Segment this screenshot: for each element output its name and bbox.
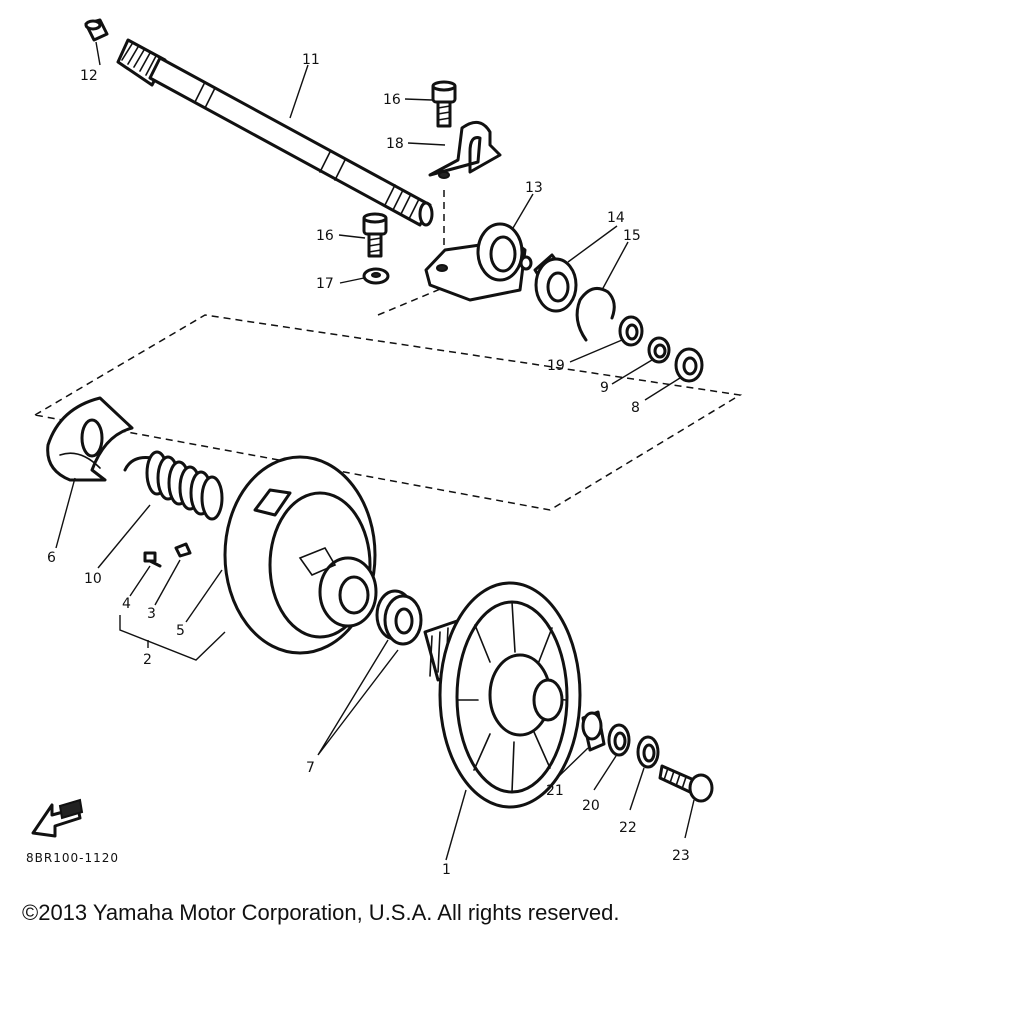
callout-3: 3 [147,606,156,622]
callout-4: 4 [122,596,131,612]
callout-labels: 12 11 16 18 13 16 14 15 17 19 9 8 6 10 4… [47,52,690,878]
fixed-sheave-part-1 [423,581,582,809]
end-cap-part-12 [84,18,109,42]
callout-10: 10 [84,571,102,587]
callout-11: 11 [302,52,320,68]
callout-7: 7 [306,760,315,776]
front-arrow-icon [31,798,84,838]
callout-8: 8 [631,400,640,416]
assembly-boundary [32,314,743,511]
washer-part-22 [636,735,660,769]
callout-23: 23 [672,848,690,864]
callout-2: 2 [143,652,152,668]
shim-part-19 [618,315,644,347]
leader-lines [55,41,695,861]
cam-part-6 [46,396,134,482]
callout-16-lower: 16 [316,228,334,244]
bearing-housing-part-13 [424,222,533,302]
callout-18: 18 [386,136,404,152]
bearing-part-14 [533,253,578,313]
callout-22: 22 [619,820,637,836]
callout-21: 21 [546,783,564,799]
callout-13: 13 [525,180,543,196]
washer-part-20 [607,723,631,757]
washer-part-8 [674,347,704,383]
drawing-code: 8BR100-1120 [26,851,119,865]
washer-part-17 [362,267,390,285]
callout-17: 17 [316,276,334,292]
callout-6: 6 [47,550,56,566]
copyright-notice: ©2013 Yamaha Motor Corporation, U.S.A. A… [22,900,620,925]
shaft-part-11 [116,38,434,227]
bushing-part-21 [581,710,606,752]
callout-20: 20 [582,798,600,814]
callout-16-upper: 16 [383,92,401,108]
movable-sheave-part-2 [223,455,378,655]
callout-19: 19 [547,358,565,374]
bolt-part-16-lower [362,212,388,258]
bolt-part-16-upper [431,80,457,128]
retaining-ring-part-9 [647,336,671,364]
callout-5: 5 [176,623,185,639]
collar-part-7 [375,589,423,646]
callout-12: 12 [80,68,98,84]
callout-14: 14 [607,210,625,226]
flange-bolt-part-23 [658,764,714,803]
bearing-housing-guide [377,284,451,316]
strap-part-18 [428,120,502,179]
snap-ring-part-15 [575,286,616,342]
screw-part-4 [143,551,162,568]
cap-part-3 [174,542,192,558]
callout-15: 15 [623,228,641,244]
spring-part-10 [123,450,224,521]
callout-1: 1 [442,862,451,878]
callout-9: 9 [600,380,609,396]
